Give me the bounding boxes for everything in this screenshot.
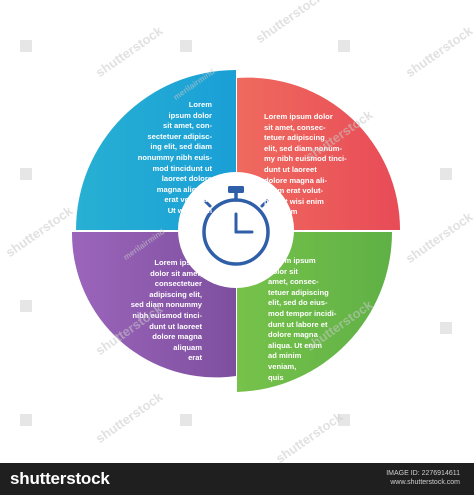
footer-bar: shutterstock IMAGE ID: 2276914611 www.sh… — [0, 463, 474, 495]
shutterstock-logo: shutterstock — [10, 469, 110, 488]
infographic-stage: Lorem ipsum dolor sit amet, con- sectetu… — [3, 0, 474, 466]
watermark-square — [20, 414, 32, 426]
segment-purple-text: Lorem ipsum dolor sit amet, consectetuer… — [130, 258, 202, 363]
watermark-square — [440, 168, 452, 180]
watermark-square — [338, 414, 350, 426]
footer-image-id: IMAGE ID: 2276914611 www.shutterstock.co… — [386, 469, 460, 487]
site-url: www.shutterstock.com — [390, 479, 460, 486]
image-id-label: IMAGE ID: 2276914611 — [386, 470, 460, 477]
segment-red-text: Lorem ipsum dolor sit amet, consec- tetu… — [264, 112, 347, 217]
watermark-square — [20, 168, 32, 180]
watermark-square — [20, 300, 32, 312]
watermark-square — [338, 40, 350, 52]
segment-blue-text: Lorem ipsum dolor sit amet, con- sectetu… — [137, 100, 212, 215]
watermark-square — [440, 322, 452, 334]
circular-infographic — [71, 70, 401, 392]
stopwatch-icon — [202, 186, 270, 266]
segment-green-text: Lorem ipsum dolor sit amet, consec- tetu… — [268, 256, 337, 382]
watermark-square — [180, 414, 192, 426]
watermark-square — [180, 40, 192, 52]
watermark-square — [20, 40, 32, 52]
